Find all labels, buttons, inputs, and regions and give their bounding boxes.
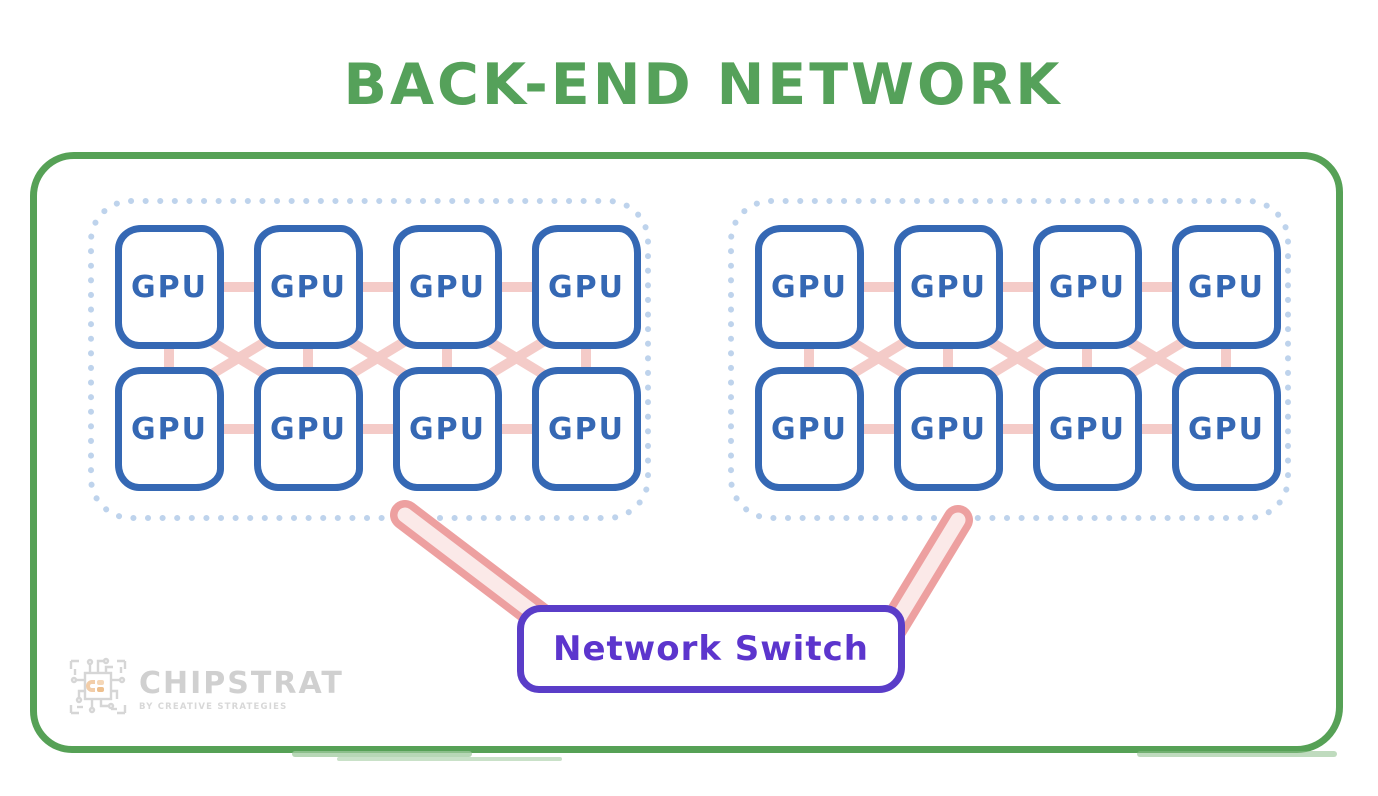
gpu-node: GPU: [532, 367, 641, 491]
gpu-node: GPU: [894, 367, 1003, 491]
gpu-label: GPU: [409, 269, 486, 305]
gpu-label: GPU: [131, 411, 208, 447]
gpu-node: GPU: [115, 225, 224, 349]
chipstrat-wordmark: CHIPSTRAT: [139, 665, 344, 701]
cluster-2-dotted-border: [728, 198, 1291, 521]
gpu-label: GPU: [270, 269, 347, 305]
gpu-node: GPU: [115, 367, 224, 491]
chipstrat-chip-icon: [69, 657, 127, 715]
gpu-label: GPU: [131, 269, 208, 305]
gpu-label: GPU: [1188, 411, 1265, 447]
gpu-cluster-2: GPU GPU GPU GPU GPU GPU GPU GPU: [727, 197, 1292, 522]
gpu-node: GPU: [254, 367, 363, 491]
gpu-node: GPU: [1033, 225, 1142, 349]
gpu-node: GPU: [755, 367, 864, 491]
border-stroke-artifact: [337, 757, 562, 761]
gpu-label: GPU: [910, 411, 987, 447]
gpu-label: GPU: [771, 269, 848, 305]
gpu-label: GPU: [771, 411, 848, 447]
cluster-1-dotted-border: [88, 198, 651, 521]
gpu-node: GPU: [393, 367, 502, 491]
border-stroke-artifact: [292, 751, 472, 757]
border-stroke-artifact: [1137, 751, 1337, 757]
diagram-title: BACK-END NETWORK: [343, 52, 1063, 118]
network-switch-label: Network Switch: [553, 629, 869, 669]
gpu-node: GPU: [254, 225, 363, 349]
gpu-label: GPU: [1049, 269, 1126, 305]
gpu-label: GPU: [1049, 411, 1126, 447]
gpu-label: GPU: [548, 269, 625, 305]
gpu-node: GPU: [894, 225, 1003, 349]
gpu-label: GPU: [1188, 269, 1265, 305]
gpu-node: GPU: [1172, 367, 1281, 491]
network-switch: Network Switch: [517, 605, 905, 693]
gpu-node: GPU: [1172, 225, 1281, 349]
gpu-node: GPU: [755, 225, 864, 349]
gpu-node: GPU: [532, 225, 641, 349]
gpu-label: GPU: [548, 411, 625, 447]
chipstrat-logo: CHIPSTRAT BY CREATIVE STRATEGIES: [65, 653, 344, 721]
gpu-label: GPU: [270, 411, 347, 447]
gpu-node: GPU: [1033, 367, 1142, 491]
chipstrat-tagline: BY CREATIVE STRATEGIES: [139, 701, 288, 712]
network-boundary: GPU GPU GPU GPU GPU GPU GPU GPU: [30, 152, 1343, 761]
gpu-label: GPU: [910, 269, 987, 305]
gpu-node: GPU: [393, 225, 502, 349]
trunk-link-cluster-2: [878, 505, 973, 642]
gpu-cluster-1: GPU GPU GPU GPU GPU GPU GPU GPU: [87, 197, 652, 522]
gpu-label: GPU: [409, 411, 486, 447]
